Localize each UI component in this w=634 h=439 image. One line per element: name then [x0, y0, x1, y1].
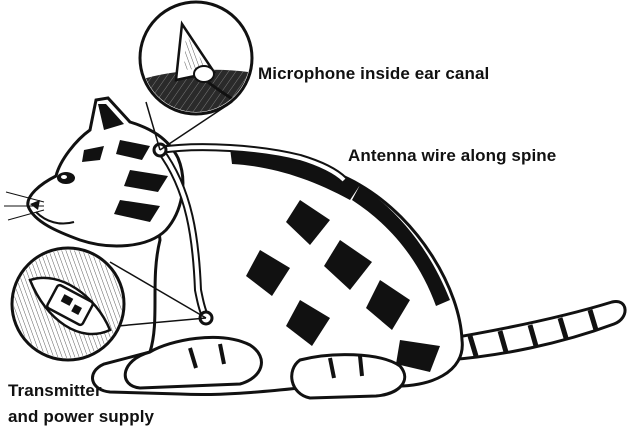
microphone-icon	[193, 65, 215, 83]
transmitter-label-line2: and power supply	[8, 407, 155, 426]
transmitter-icon	[46, 283, 94, 327]
antenna-label: Antenna wire along spine	[348, 146, 557, 165]
transmitter-label-line1: Transmitter	[8, 381, 102, 400]
cat-body	[4, 96, 627, 400]
microphone-label: Microphone inside ear canal	[258, 64, 490, 83]
transmitter-inset	[10, 246, 126, 362]
ear-canal-inset	[138, 0, 254, 116]
